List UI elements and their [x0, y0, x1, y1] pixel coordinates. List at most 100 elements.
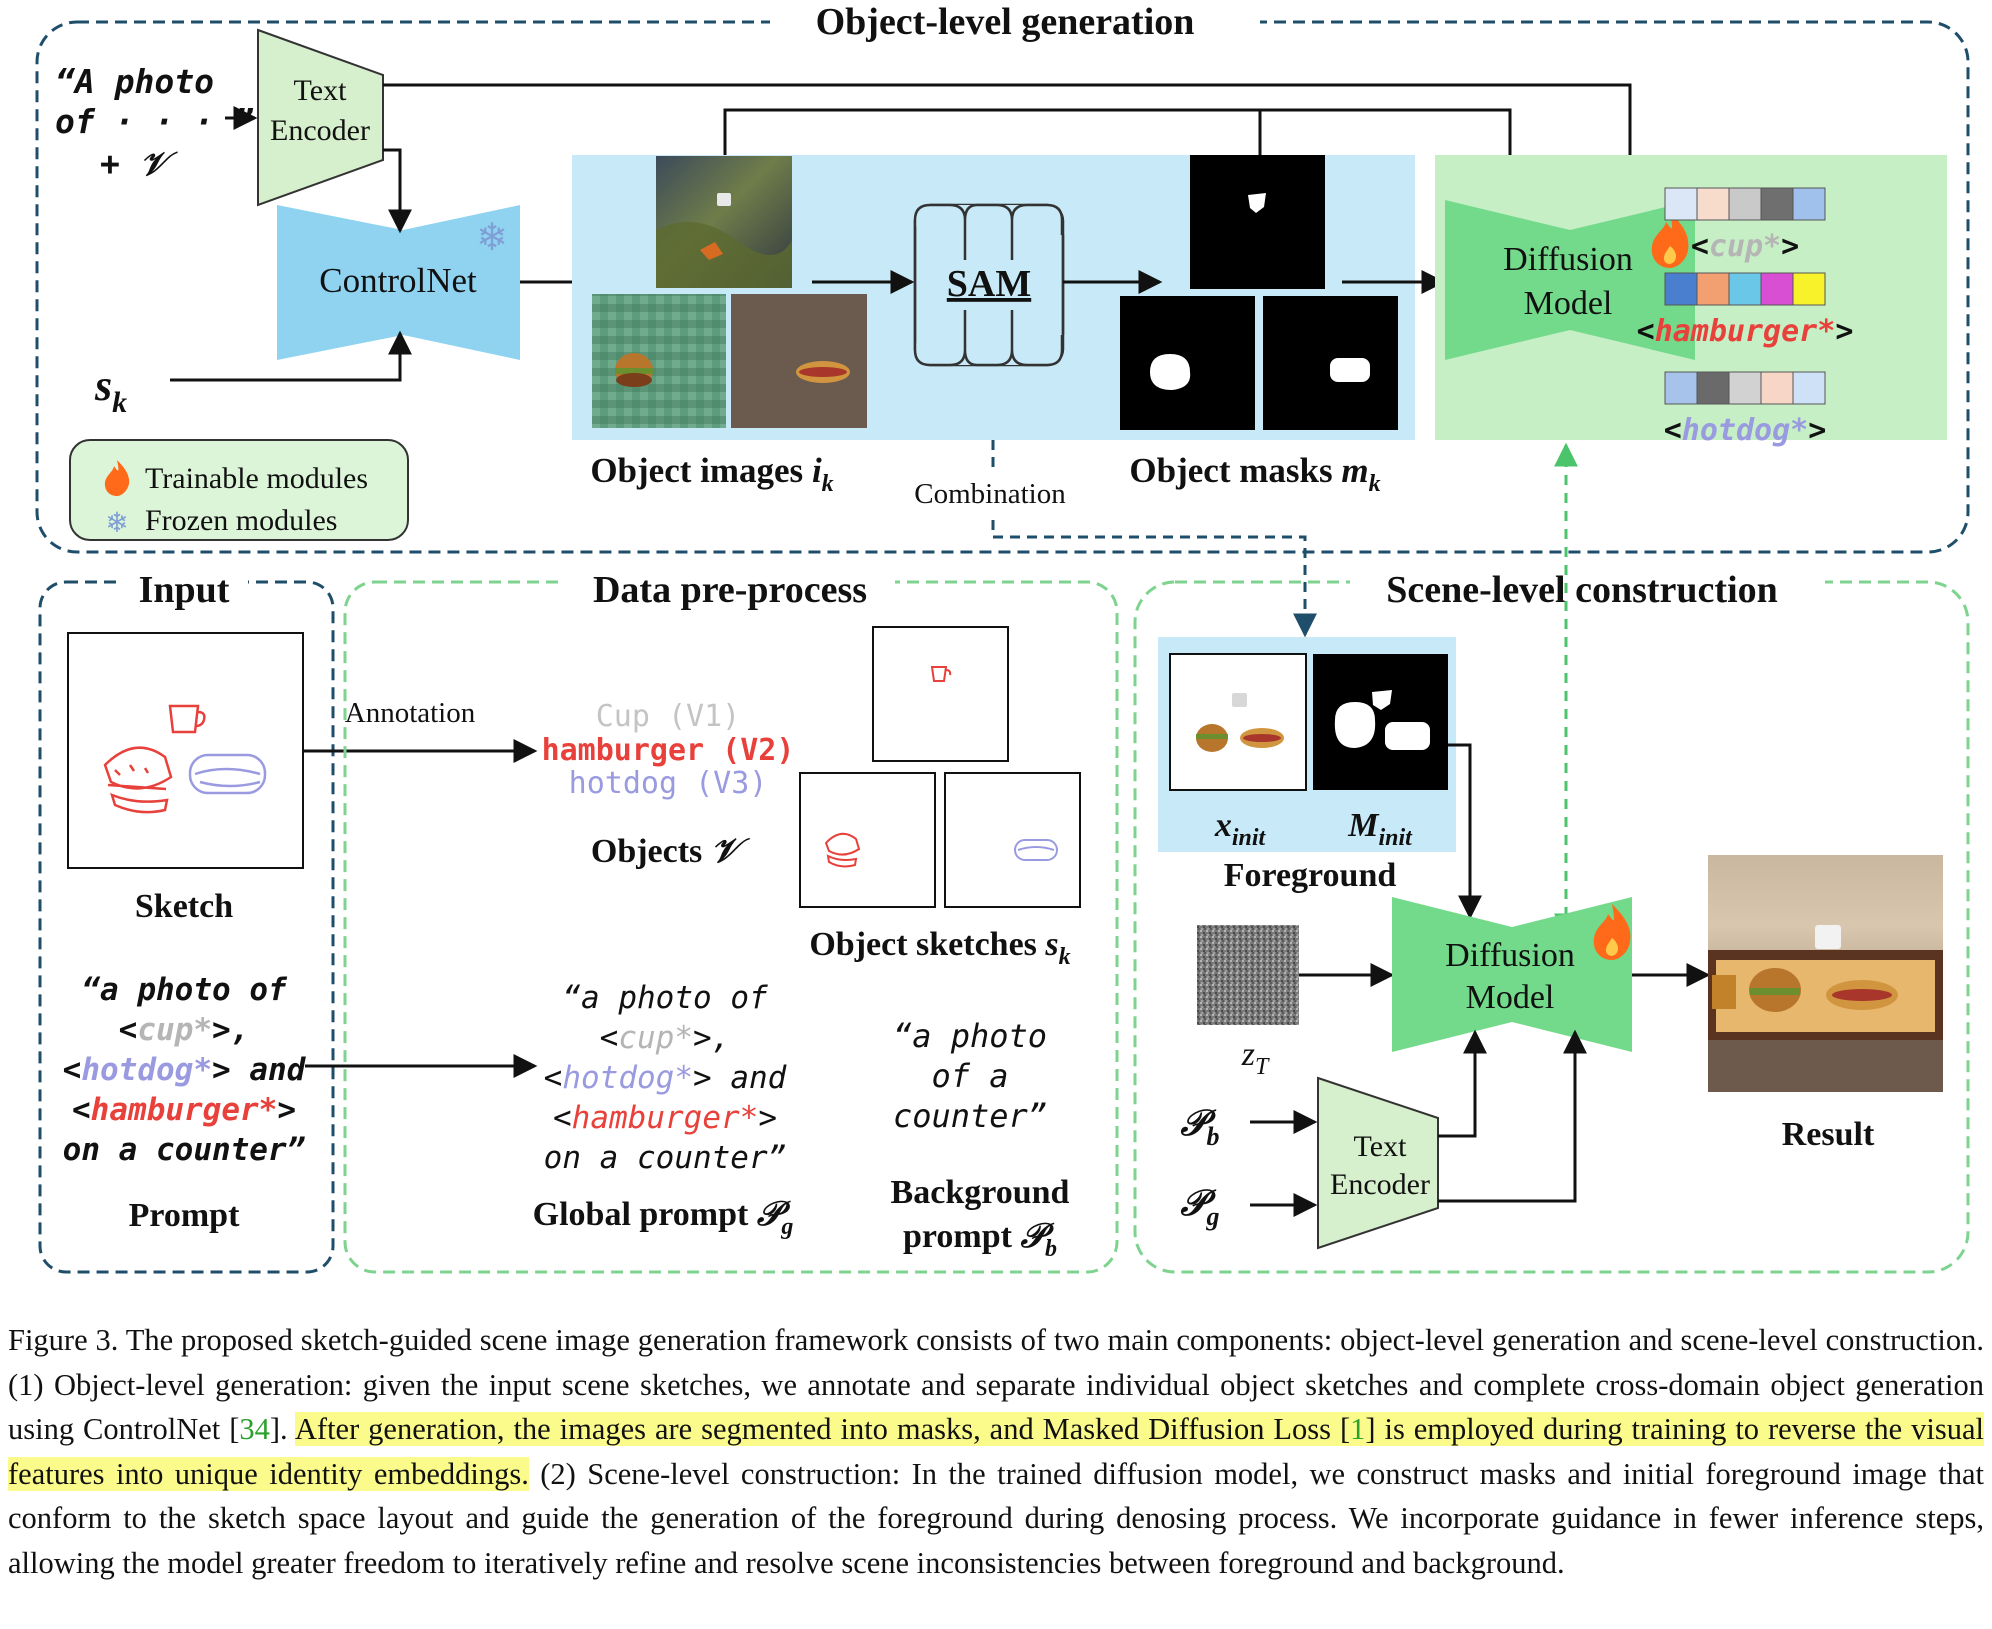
token-swatch [1760, 187, 1794, 221]
objects-list: Cup (V1)hamburger (V2)hotdog (V3) [542, 699, 795, 801]
bg-prompt-label-line1: Background [891, 1174, 1070, 1211]
object-sketch-hotdog [944, 772, 1081, 908]
token-swatch [1728, 371, 1762, 405]
token-swatch [1696, 272, 1730, 306]
diffusion-top-line2: Model [1524, 285, 1613, 322]
prompt-line: <cup*>, [600, 1020, 731, 1056]
object-mask-cup [1190, 155, 1325, 289]
token-swatch [1792, 371, 1826, 405]
prompt-line: on a counter” [63, 1132, 306, 1168]
object-entry: hotdog (V3) [569, 766, 768, 801]
token-label: <hamburger*> [1637, 314, 1854, 349]
prompt-line: <hotdog*> and [63, 1052, 307, 1088]
diffusion-scene-line1: Diffusion [1445, 937, 1575, 974]
object-mask-hotdog [1263, 296, 1398, 430]
object-image-hotdog [731, 294, 867, 428]
object-masks-label: Object masks mk [1129, 451, 1380, 497]
prompt-line: <cup*>, [119, 1012, 250, 1048]
object-images-label: Object images ik [590, 451, 833, 497]
zt-label: zT [1241, 1036, 1270, 1080]
object-image-cup [656, 156, 792, 288]
object-entry: Cup (V1) [596, 699, 741, 734]
preprocess-frame [343, 580, 1119, 1274]
x-init-label: xinit [1214, 807, 1267, 851]
scene-frame [1133, 580, 1970, 1274]
legend-trainable: Trainable modules [145, 462, 368, 495]
caption-part3: (2) Scene-level construction: In the tra… [8, 1456, 1984, 1580]
input-title: Input [139, 569, 230, 611]
token-swatch [1664, 187, 1698, 221]
caption-part2: ]. [269, 1412, 295, 1446]
fire-icon [1593, 904, 1631, 960]
prompt-line: <hamburger*> [72, 1092, 296, 1128]
prompt-line: <hamburger*> [553, 1100, 777, 1136]
combination-label: Combination [914, 478, 1066, 510]
text-encoder-scene [1317, 1076, 1439, 1250]
token-swatch [1728, 187, 1762, 221]
legend-frozen: Frozen modules [145, 504, 337, 537]
object-prompt-line2: of · · · ” [55, 102, 254, 141]
prompt-line: <hotdog*> and [544, 1060, 787, 1096]
object-image-hamburger [592, 294, 726, 428]
object-prompt-line1: “A photo [55, 62, 214, 101]
pg-label: 𝒫g [1181, 1183, 1220, 1231]
token-swatch [1792, 187, 1826, 221]
text-encoder-scene-line1: Text [1354, 1130, 1408, 1163]
controlnet-label: ControlNet [319, 261, 477, 300]
diffusion-model-top [1445, 200, 1695, 360]
object-mask-hamburger [1120, 296, 1255, 430]
snowflake-icon: ❄ [476, 217, 508, 259]
object-sketch-hamburger [799, 772, 936, 908]
bg-prompt-label-line2: prompt 𝒫b [903, 1218, 1057, 1262]
sam-label: SAM [947, 263, 1031, 305]
preprocess-title: Data pre-process [593, 569, 867, 611]
token-swatch [1664, 371, 1698, 405]
bg-prompt-line1: “a photo [893, 1017, 1047, 1055]
text-encoder-top-line2: Encoder [270, 114, 370, 147]
caption-highlight-part1: After generation, the images are segment… [294, 1412, 1351, 1446]
fire-icon [1651, 212, 1689, 268]
global-prompt: “a photo of <cup*>, <hotdog*> and <hamburge… [544, 980, 787, 1176]
x-init-image [1169, 653, 1307, 791]
token-swatch [1664, 272, 1698, 306]
text-encoder-scene-line2: Encoder [1330, 1168, 1430, 1201]
token-label: <cup*> [1691, 229, 1799, 264]
object-entry: hamburger (V2) [542, 733, 795, 768]
m-init-label: Minit [1347, 807, 1413, 851]
identity-token-list: <cup*><hamburger*><hotdog*> [1637, 187, 1854, 448]
sam-block [913, 203, 1065, 367]
prompt-line: on a counter” [544, 1140, 787, 1176]
prompt-line: “a photo of [562, 980, 768, 1016]
diffusion-scene-line2: Model [1466, 979, 1555, 1016]
caption-ref-34[interactable]: 34 [239, 1412, 270, 1446]
foreground-label: Foreground [1224, 857, 1397, 894]
token-swatch [1696, 371, 1730, 405]
noise-latent [1197, 925, 1299, 1025]
diffusion-model-scene [1392, 897, 1632, 1052]
result-image [1708, 855, 1943, 1092]
caption-ref-1[interactable]: 1 [1350, 1412, 1366, 1446]
text-encoder-top [257, 28, 384, 207]
prompt-label: Prompt [129, 1197, 240, 1234]
controlnet-block [277, 205, 520, 360]
token-swatch [1760, 272, 1794, 306]
sk-label: sk [94, 361, 127, 419]
text-encoder-top-line1: Text [294, 74, 348, 107]
annotation-label: Annotation [345, 697, 476, 729]
legend-box [69, 439, 409, 541]
caption-highlight-part2: ] is employed during training to reverse… [8, 1412, 1984, 1491]
fire-icon [104, 460, 130, 496]
sketch-canvas [67, 632, 304, 869]
sketch-label: Sketch [135, 888, 233, 925]
token-swatch [1728, 272, 1762, 306]
token-swatch [1792, 272, 1826, 306]
token-swatch [1760, 371, 1794, 405]
object-level-title: Object-level generation [816, 1, 1195, 43]
input-prompt: “a photo of <cup*>, <hotdog*> and <hamburge… [63, 972, 307, 1168]
prompt-line: “a photo of [81, 972, 288, 1008]
scene-title: Scene-level construction [1386, 569, 1778, 611]
token-swatch [1696, 187, 1730, 221]
object-level-frame [35, 20, 1970, 554]
caption-part1: Figure 3. The proposed sketch-guided sce… [8, 1323, 1984, 1446]
m-init-mask [1313, 654, 1448, 790]
